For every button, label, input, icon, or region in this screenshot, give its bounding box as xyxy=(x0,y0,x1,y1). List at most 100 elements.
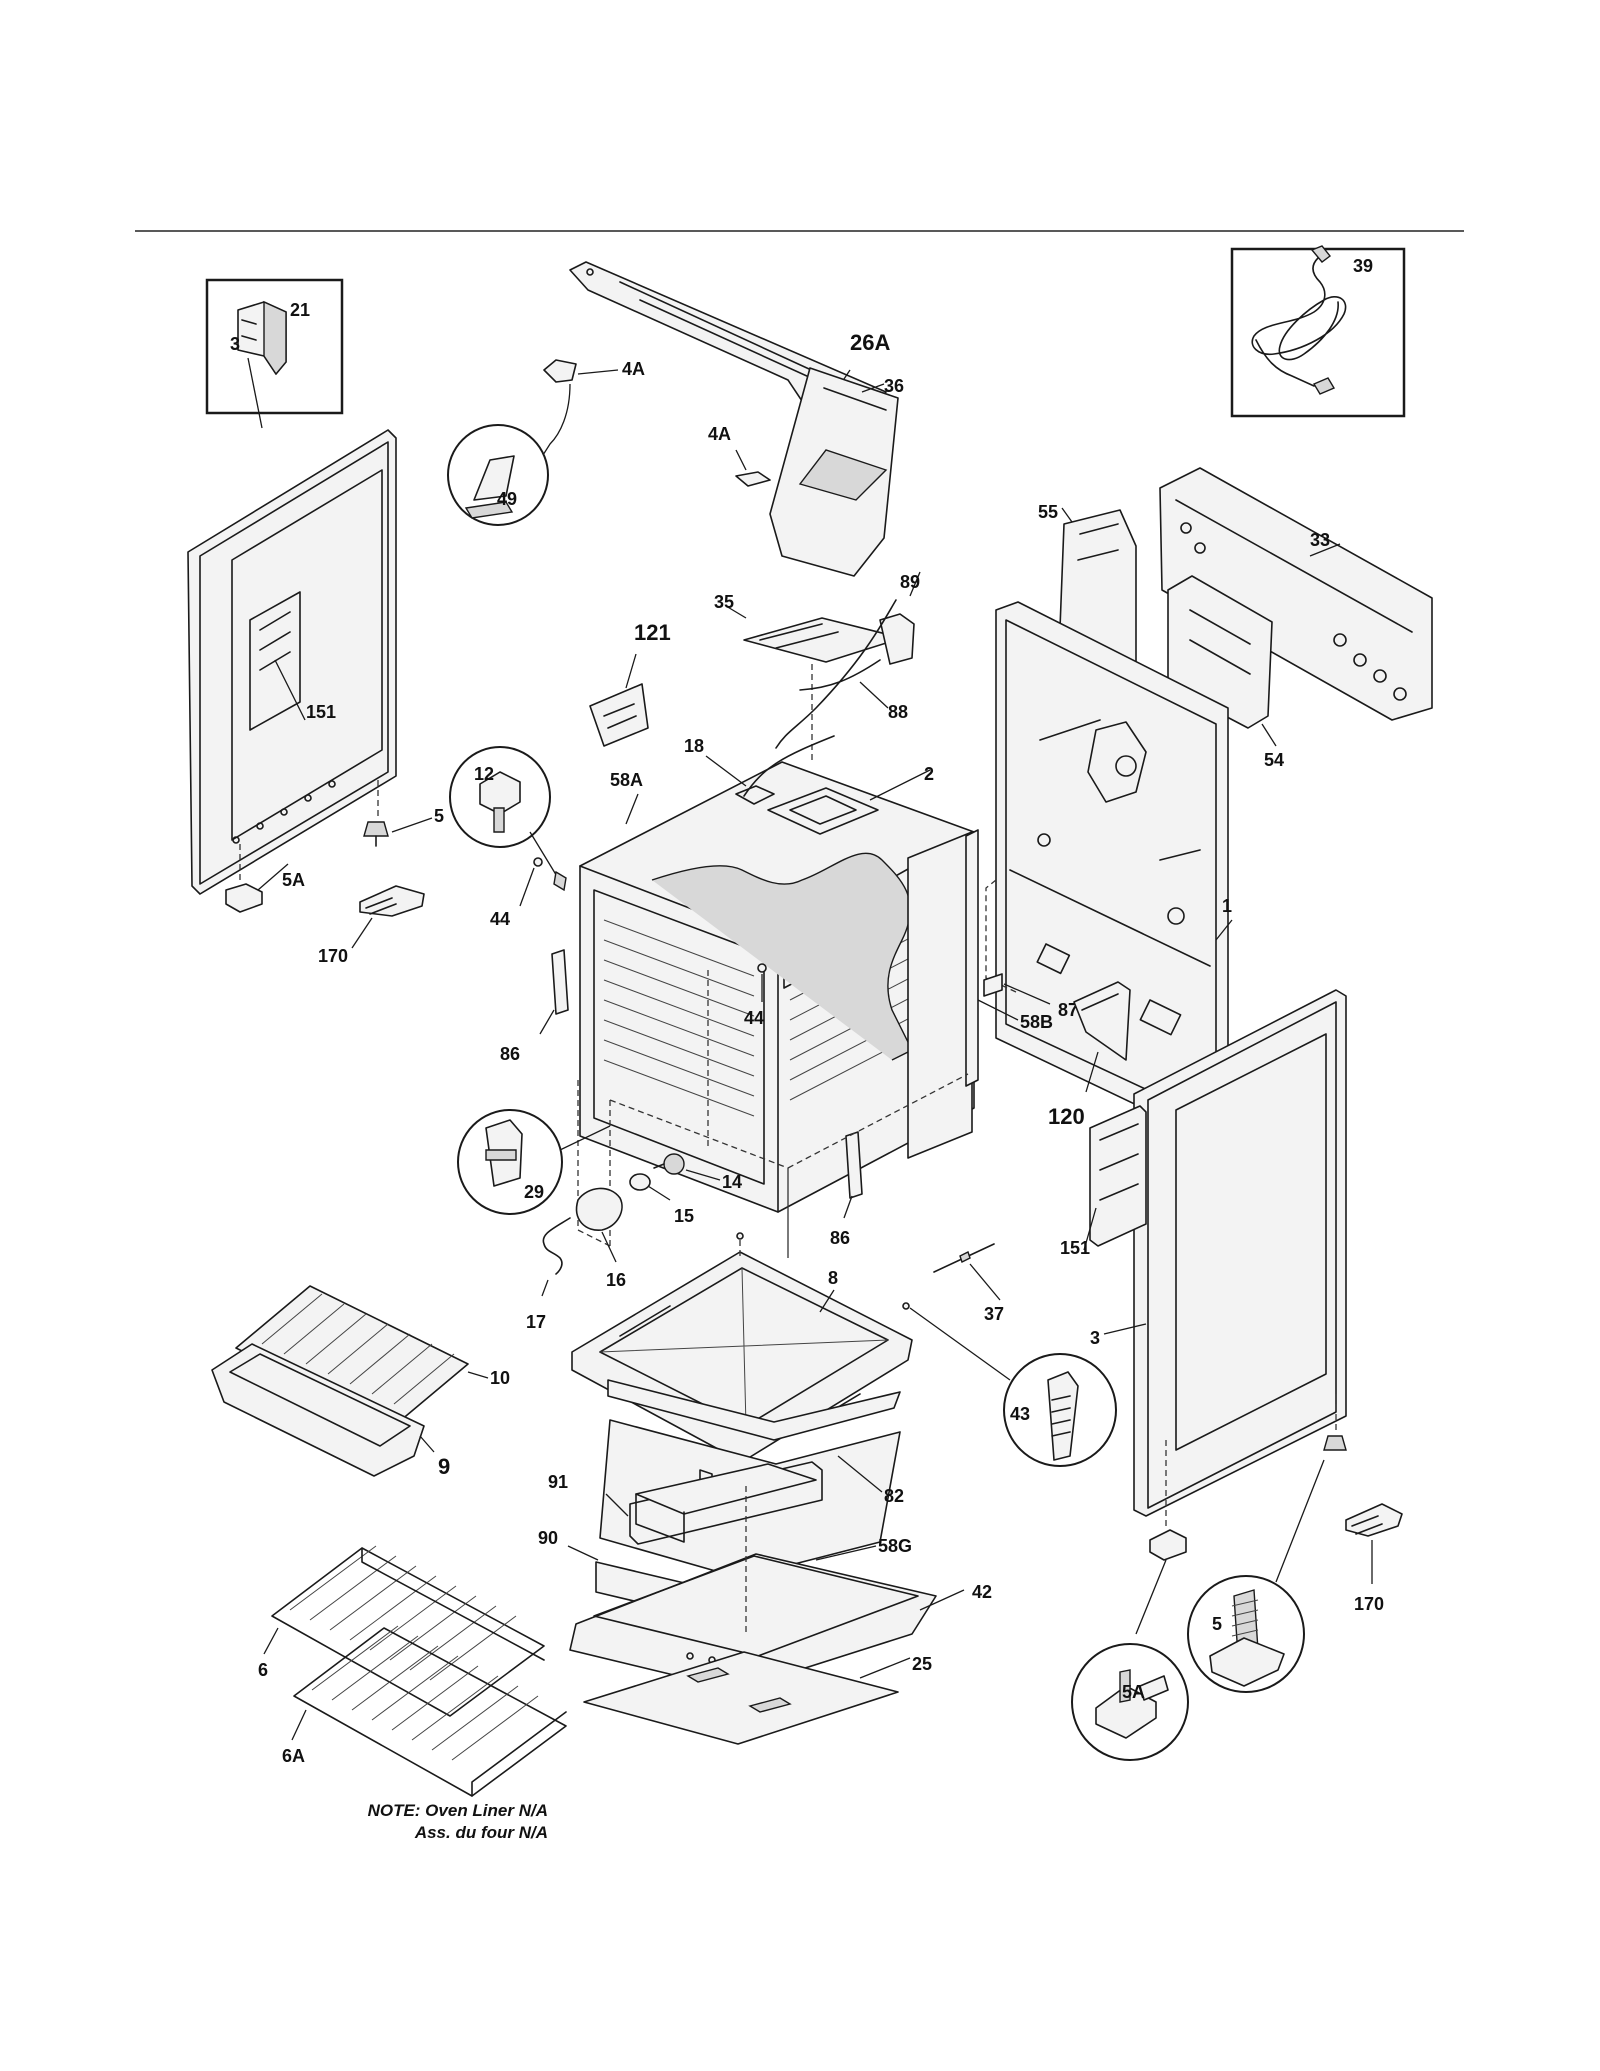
label-121: 121 xyxy=(634,620,671,645)
label-26A: 26A xyxy=(850,330,890,355)
label-170-left: 170 xyxy=(318,946,348,966)
label-8: 8 xyxy=(828,1268,838,1288)
label-15: 15 xyxy=(674,1206,694,1226)
part-4A-clip-upper: 4A xyxy=(535,359,645,467)
callout-5: 5 xyxy=(1187,1575,1305,1693)
label-43: 43 xyxy=(1010,1404,1030,1424)
part-151-hinge-right: 151 xyxy=(1060,1105,1147,1258)
part-5A-bracket-right xyxy=(1135,1440,1187,1635)
label-42: 42 xyxy=(972,1582,992,1602)
label-4A-middle: 4A xyxy=(708,424,731,444)
label-29: 29 xyxy=(524,1182,544,1202)
label-21: 21 xyxy=(290,300,310,320)
label-39: 39 xyxy=(1353,256,1373,276)
label-6A: 6A xyxy=(282,1746,305,1766)
label-33: 33 xyxy=(1310,530,1330,550)
label-55: 55 xyxy=(1038,502,1058,522)
part-5A-bracket-left: 5A xyxy=(225,844,305,913)
part-37-wire: 37 xyxy=(933,1243,1004,1324)
label-82: 82 xyxy=(884,1486,904,1506)
part-1-back-panel: 1 xyxy=(985,601,1233,1139)
part-6A-oven-rack: 6A xyxy=(282,1625,567,1797)
label-9: 9 xyxy=(438,1454,450,1479)
part-6-oven-rack: 6 xyxy=(258,1545,545,1717)
part-39-inset-box: 39 xyxy=(1230,245,1406,418)
label-87: 87 xyxy=(1058,1000,1078,1020)
callout-43: 43 xyxy=(902,1302,1117,1467)
callout-29: 29 xyxy=(457,1109,611,1215)
label-5A-right: 5A xyxy=(1122,1682,1145,1702)
label-86-left: 86 xyxy=(500,1044,520,1064)
part-89-sensor: 89 xyxy=(775,571,921,749)
label-5A-left: 5A xyxy=(282,870,305,890)
label-17: 17 xyxy=(526,1312,546,1332)
part-121-bracket: 121 xyxy=(589,620,671,747)
label-2: 2 xyxy=(924,764,934,784)
part-10-broiler-grid: 10 xyxy=(235,1285,510,1427)
part-21-inset-box: 21 xyxy=(205,278,344,415)
part-14-socket: 14 xyxy=(653,1153,742,1192)
callout-49: 49 xyxy=(447,424,549,526)
part-17-wire-clip: 17 xyxy=(526,1217,571,1332)
label-18: 18 xyxy=(684,736,704,756)
part-44-screw-left: 44 xyxy=(490,857,567,929)
label-44-right: 44 xyxy=(744,1008,764,1028)
label-58G: 58G xyxy=(878,1536,912,1556)
callout-12: 12 xyxy=(449,746,559,879)
label-16: 16 xyxy=(606,1270,626,1290)
label-151-left: 151 xyxy=(306,702,336,722)
label-10: 10 xyxy=(490,1368,510,1388)
part-58B-insulation: 58B xyxy=(965,829,1053,1087)
label-1: 1 xyxy=(1222,896,1232,916)
label-5-left: 5 xyxy=(434,806,444,826)
label-54: 54 xyxy=(1264,750,1284,770)
label-3-left: 3 xyxy=(230,334,240,354)
label-44-left: 44 xyxy=(490,909,510,929)
part-18-thermostat: 18 xyxy=(684,735,835,805)
label-49: 49 xyxy=(497,489,517,509)
label-25: 25 xyxy=(912,1654,932,1674)
part-36-duct: 36 xyxy=(769,367,904,577)
label-6: 6 xyxy=(258,1660,268,1680)
label-120: 120 xyxy=(1048,1104,1085,1129)
part-87-terminal: 87 xyxy=(983,973,1078,1020)
part-5-leveler-left: 5 xyxy=(363,780,444,847)
part-3-door-right: 3 xyxy=(1090,989,1347,1517)
label-14: 14 xyxy=(722,1172,742,1192)
part-33-back-cover: 33 xyxy=(1159,467,1433,721)
label-37: 37 xyxy=(984,1304,1004,1324)
part-120-bracket: 120 xyxy=(1048,981,1131,1129)
part-9-broiler-pan: 9 xyxy=(211,1343,450,1479)
part-35-plate: 35 xyxy=(714,592,903,764)
label-170-right: 170 xyxy=(1354,1594,1384,1614)
label-4A-upper: 4A xyxy=(622,359,645,379)
label-89: 89 xyxy=(900,572,920,592)
label-86-right: 86 xyxy=(830,1228,850,1248)
label-58B: 58B xyxy=(1020,1012,1053,1032)
label-90: 90 xyxy=(538,1528,558,1548)
label-151-right: 151 xyxy=(1060,1238,1090,1258)
part-58A-oven-cavity: 58A xyxy=(579,761,975,1213)
label-12: 12 xyxy=(474,764,494,784)
label-35: 35 xyxy=(714,592,734,612)
callout-5A: 5A xyxy=(1071,1643,1189,1761)
part-15-bulb: 15 xyxy=(629,1173,694,1226)
note-line-2: Ass. du four N/A xyxy=(414,1823,548,1842)
label-5-right: 5 xyxy=(1212,1614,1222,1634)
part-86-hinge-left: 86 xyxy=(500,949,569,1064)
part-170-clip-right: 170 xyxy=(1345,1503,1403,1614)
part-44-screw-right: 44 xyxy=(707,963,767,1150)
part-3-door-left: 3 151 xyxy=(187,334,397,895)
part-88-wire: 88 xyxy=(799,659,908,722)
part-4A-clip-middle: 4A xyxy=(708,424,771,487)
label-58A: 58A xyxy=(610,770,643,790)
part-16-lens-cover: 16 xyxy=(575,1187,626,1290)
label-3-right: 3 xyxy=(1090,1328,1100,1348)
part-25-bottom-cover: 25 xyxy=(583,1486,932,1745)
label-88: 88 xyxy=(888,702,908,722)
part-5-leveler-right xyxy=(1275,1394,1347,1583)
part-170-clip-left: 170 xyxy=(318,885,425,966)
part-2-vent-plate: 2 xyxy=(767,764,934,835)
note-line-1: NOTE: Oven Liner N/A xyxy=(368,1801,548,1820)
